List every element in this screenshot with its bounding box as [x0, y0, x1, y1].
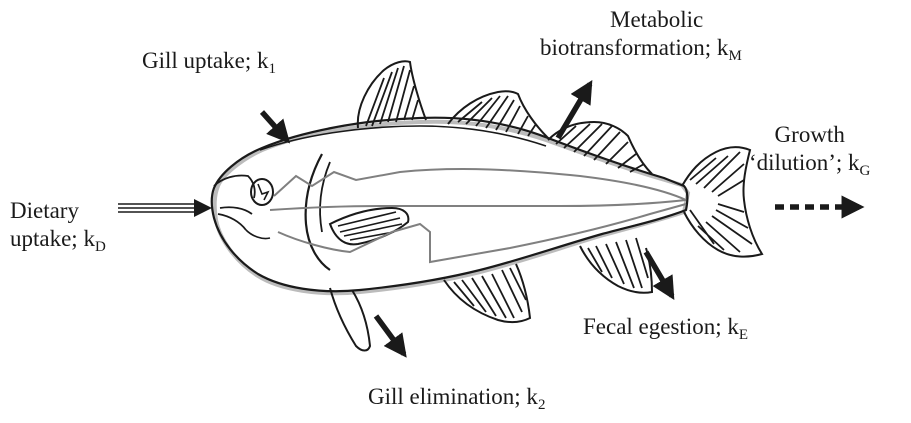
growth-label: Growth ‘dilution’; kG [749, 121, 870, 177]
fish-illustration [212, 61, 762, 350]
inner-lines [270, 169, 686, 262]
gill-uptake-text: Gill uptake; k [142, 48, 268, 73]
dietary-line1: Dietary [10, 197, 106, 225]
dorsal-fin-2 [448, 91, 548, 138]
metabolic-label: Metabolic biotransformation; kM [540, 6, 742, 62]
gill-elimination-label: Gill elimination; k2 [368, 383, 545, 411]
growth-line2: ‘dilution’; k [749, 150, 860, 175]
fecal-egestion-label: Fecal egestion; kE [583, 313, 748, 341]
gill-uptake-label: Gill uptake; k1 [142, 47, 276, 75]
dietary-subscript: D [95, 239, 106, 255]
metabolic-line2: biotransformation; k [540, 35, 728, 60]
gill-elimination-subscript: 2 [538, 397, 546, 413]
metabolic-line1: Metabolic [540, 6, 742, 34]
gill-uptake-arrow [262, 112, 287, 140]
dietary-uptake-arrow [118, 199, 212, 217]
growth-line1: Growth [749, 121, 870, 149]
dietary-label: Dietary uptake; kD [10, 197, 106, 253]
gill-elimination-arrow [376, 316, 404, 354]
dietary-line2: uptake; k [10, 226, 95, 251]
fecal-egestion-text: Fecal egestion; k [583, 314, 739, 339]
fecal-egestion-subscript: E [739, 327, 748, 343]
anal-fin-1 [444, 264, 530, 322]
anal-fin-2 [580, 238, 652, 293]
pectoral-fin [330, 208, 408, 244]
metabolic-arrow [558, 84, 590, 138]
metabolic-subscript: M [728, 48, 741, 64]
fish-head [214, 175, 270, 238]
gill-uptake-subscript: 1 [268, 61, 276, 77]
pelvic-fin [330, 288, 370, 351]
fecal-egestion-arrow [646, 252, 672, 296]
growth-subscript: G [860, 163, 871, 179]
gill-elimination-text: Gill elimination; k [368, 384, 538, 409]
